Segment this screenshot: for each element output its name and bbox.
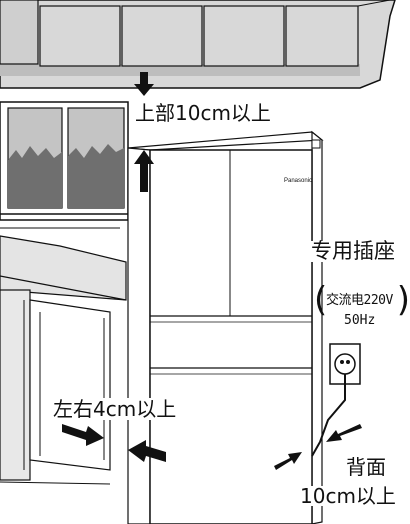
top-clearance-arrows <box>134 72 154 192</box>
kitchen-window <box>0 101 129 229</box>
upper-cabinets <box>0 0 396 89</box>
wall-outlet <box>311 343 361 457</box>
paren-right: ) <box>396 280 410 320</box>
paren-left: ( <box>314 280 328 320</box>
brand-logo: Panasonic <box>284 178 312 184</box>
side-clearance-arrows <box>62 424 166 462</box>
side-clearance-label: 左右4cm以上 <box>50 398 180 420</box>
dedicated-outlet-label: 专用插座 <box>309 239 397 263</box>
power-spec-voltage: 交流电220V <box>326 293 393 308</box>
refrigerator: Panasonic <box>127 130 324 524</box>
back-clearance-value: 10cm以上 <box>298 484 398 508</box>
back-clearance-arrows <box>274 424 362 470</box>
back-clearance-label: 背面 <box>344 455 388 479</box>
power-spec-frequency: 50Hz <box>344 313 376 328</box>
top-clearance-label: 上部10cm以上 <box>132 102 274 124</box>
base-cabinets <box>0 235 127 485</box>
power-spec: ( 交流电220V 50Hz ) <box>314 283 410 339</box>
